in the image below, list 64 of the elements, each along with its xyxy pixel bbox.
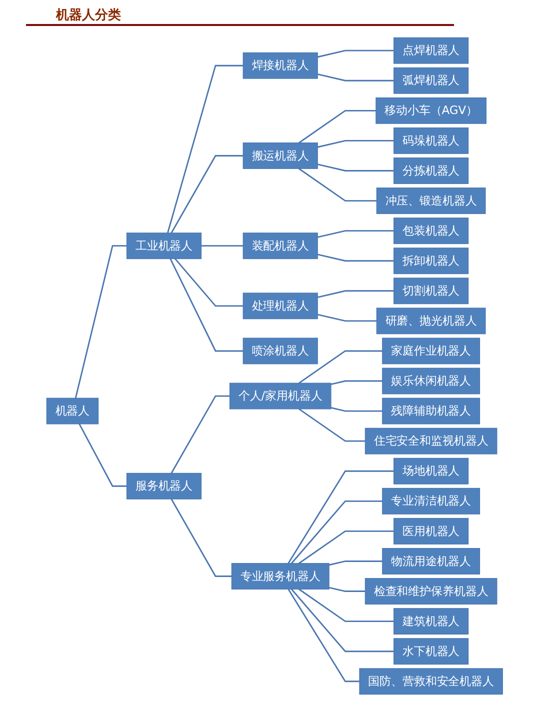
node-box: 检查和维护保养机器人 [365, 578, 498, 604]
node-box: 国防、营救和安全机器人 [360, 668, 504, 695]
node-box: 包装机器人 [394, 218, 469, 244]
node-box: 医用机器人 [394, 518, 469, 544]
node-box: 搬运机器人 [243, 142, 318, 169]
node-box: 残障辅助机器人 [382, 398, 480, 424]
connector [298, 408, 366, 442]
node-box: 住宅安全和监视机器人 [365, 428, 498, 454]
node-box: 移动小车（AGV） [376, 97, 487, 124]
connector [298, 110, 376, 144]
connector [329, 560, 383, 566]
connector [318, 290, 394, 298]
node-box: 装配机器人 [243, 232, 318, 260]
connector [331, 407, 383, 412]
diagram-title: 机器人分类 [56, 7, 121, 24]
node-box: 家庭作业机器人 [382, 338, 480, 364]
connector [171, 498, 232, 577]
connector [298, 168, 378, 202]
node-box: 工业机器人 [126, 232, 202, 260]
connector [298, 350, 383, 384]
connector [298, 588, 394, 622]
node-box: 切割机器人 [394, 278, 469, 304]
connector [75, 245, 128, 398]
node-box: 物流用途机器人 [382, 548, 480, 574]
connector [329, 586, 366, 592]
connector [174, 258, 244, 307]
node-box: 个人/家用机器人 [230, 382, 332, 410]
connector [318, 74, 394, 82]
connector [318, 140, 394, 148]
connector [288, 588, 360, 682]
connector [318, 254, 394, 262]
connector [288, 470, 394, 564]
node-box: 场地机器人 [394, 458, 469, 484]
connector [171, 155, 244, 234]
connector [318, 164, 394, 172]
node-box: 焊接机器人 [243, 52, 318, 79]
node-box: 点焊机器人 [394, 37, 469, 64]
connector [291, 588, 394, 652]
node-box: 机器人 [46, 398, 99, 424]
connector [79, 424, 128, 487]
node-box: 专业服务机器人 [232, 563, 330, 590]
connector [167, 64, 244, 234]
node-box: 码垛机器人 [394, 127, 469, 154]
node-box: 水下机器人 [394, 638, 469, 665]
node-box: 处理机器人 [243, 292, 318, 320]
node-box: 服务机器人 [126, 472, 202, 500]
node-box: 拆卸机器人 [394, 248, 469, 274]
connector [202, 245, 244, 247]
connector [331, 380, 383, 386]
node-box: 专业清洁机器人 [382, 488, 480, 514]
connector [171, 395, 230, 474]
connector [170, 258, 244, 352]
node-box: 研磨、抛光机器人 [376, 308, 486, 334]
node-box: 娱乐休闲机器人 [382, 368, 480, 394]
node-box: 弧焊机器人 [394, 67, 469, 94]
node-box: 喷涂机器人 [243, 338, 318, 364]
node-box: 分拣机器人 [394, 158, 469, 184]
connector [318, 314, 378, 322]
node-box: 冲压、锻造机器人 [376, 188, 486, 214]
connector [318, 230, 394, 238]
node-box: 建筑机器人 [394, 608, 469, 635]
connector [291, 500, 383, 564]
connector [318, 50, 394, 58]
connector [298, 530, 394, 564]
